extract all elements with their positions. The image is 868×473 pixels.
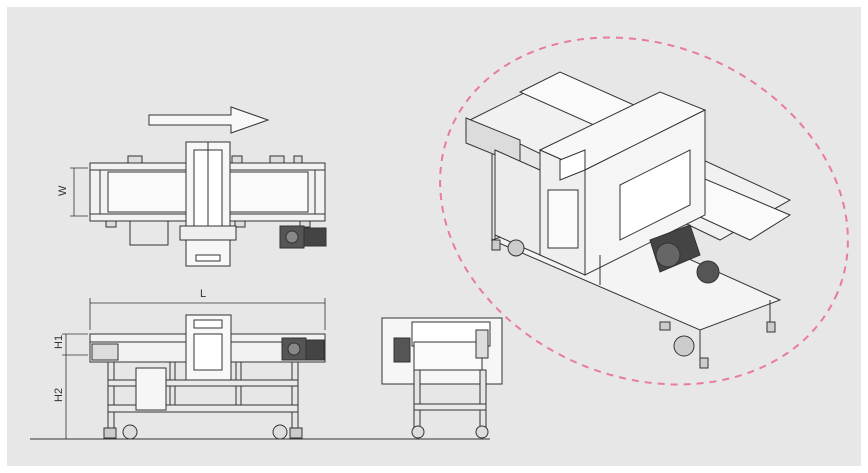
height-dimensions [62,333,88,439]
width-dimension [70,167,88,217]
width-label: W [57,185,69,196]
length-label: L [200,288,206,300]
length-dimension [89,298,326,330]
isometric-view [465,71,792,369]
side-view [381,317,503,439]
arrow-right-icon [148,106,270,134]
highlight-ellipse [439,36,849,386]
h2-label: H2 [53,388,65,402]
top-view [89,141,327,267]
h1-label: H1 [53,335,65,349]
front-view [89,314,326,440]
